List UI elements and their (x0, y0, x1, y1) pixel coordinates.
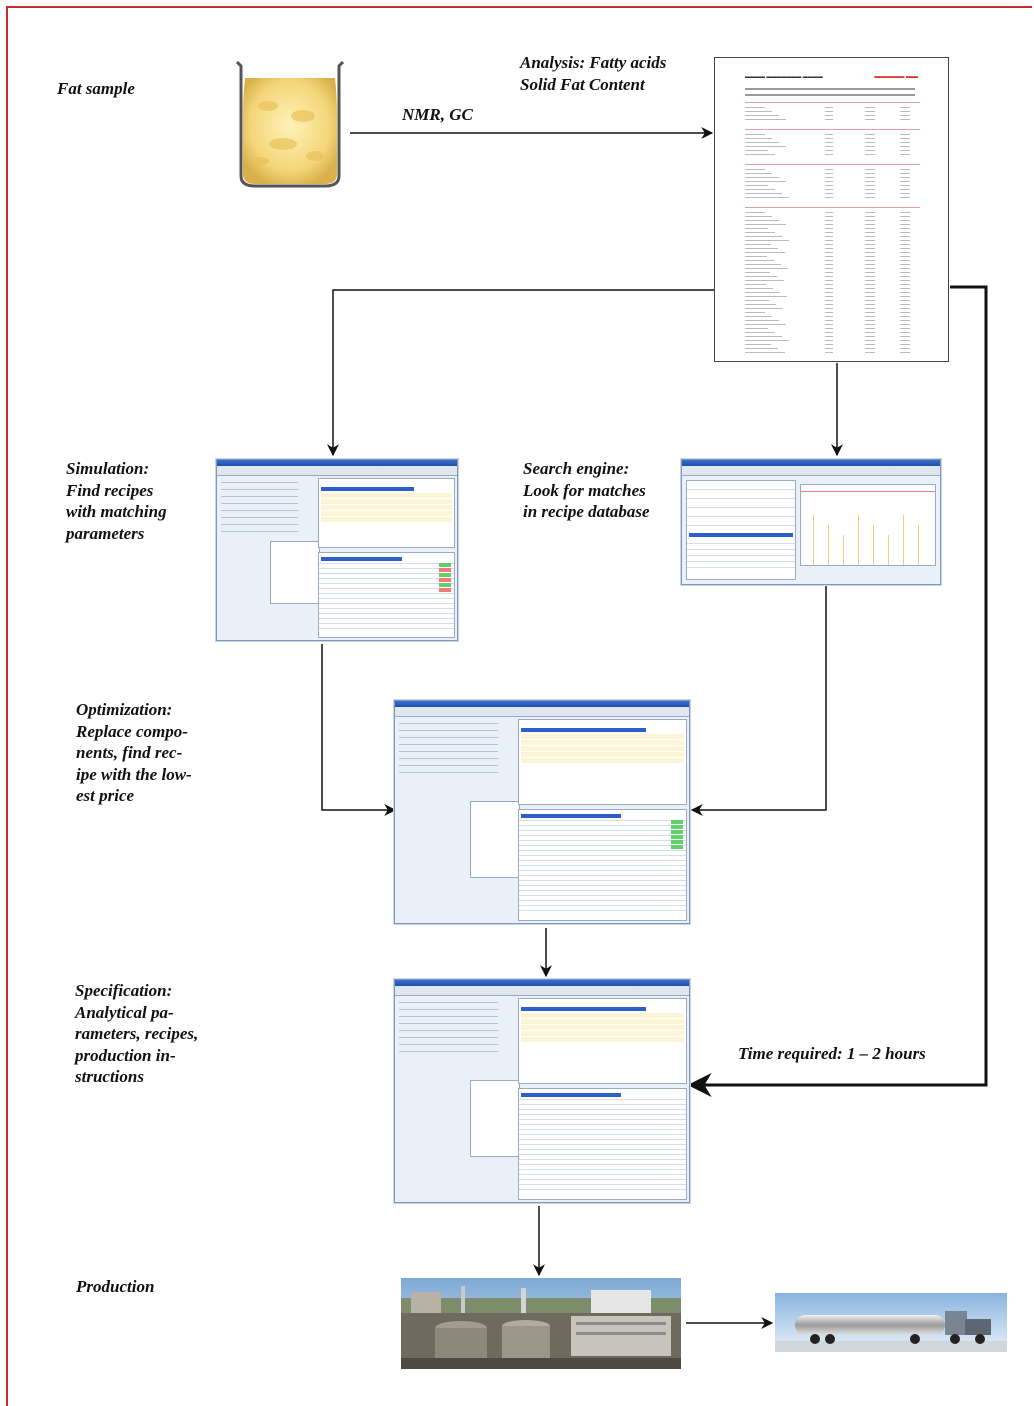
label-fat-sample: Fat sample (57, 79, 135, 98)
tanker-truck-image (775, 1293, 1007, 1352)
label-specification: Specification: Analytical pa- rameters, … (75, 981, 199, 1086)
arrow-analysis-to-simulation (327, 289, 714, 457)
search-engine-window-thumbnail (681, 459, 941, 585)
label-optimization: Optimization: Replace compo- nents, find… (76, 700, 192, 805)
analysis-report-thumbnail: ▬▬▬▬ ▬▬▬▬▬▬▬ ▬▬▬▬ ▬▬▬▬▬ ▬▬ (714, 57, 949, 362)
label-search-engine: Search engine: Look for matches in recip… (523, 459, 650, 521)
label-time-required: Time required: 1 – 2 hours (738, 1044, 926, 1063)
page-frame (6, 6, 1032, 1406)
specification-window-thumbnail (394, 979, 690, 1203)
label-method: NMR, GC (402, 105, 473, 124)
fat-sample-beaker-image (235, 60, 345, 188)
arrow-search-to-optimization (690, 586, 827, 816)
arrow-simulation-to-optimization (321, 644, 397, 816)
label-simulation: Simulation: Find recipes with matching p… (66, 459, 167, 543)
label-analysis: Analysis: Fatty acids Solid Fat Content (520, 53, 667, 94)
production-plant-image (401, 1278, 681, 1369)
arrow-time-bypass (687, 285, 988, 1097)
label-production: Production (76, 1277, 155, 1296)
optimization-window-thumbnail (394, 700, 690, 924)
simulation-window-thumbnail (216, 459, 458, 641)
